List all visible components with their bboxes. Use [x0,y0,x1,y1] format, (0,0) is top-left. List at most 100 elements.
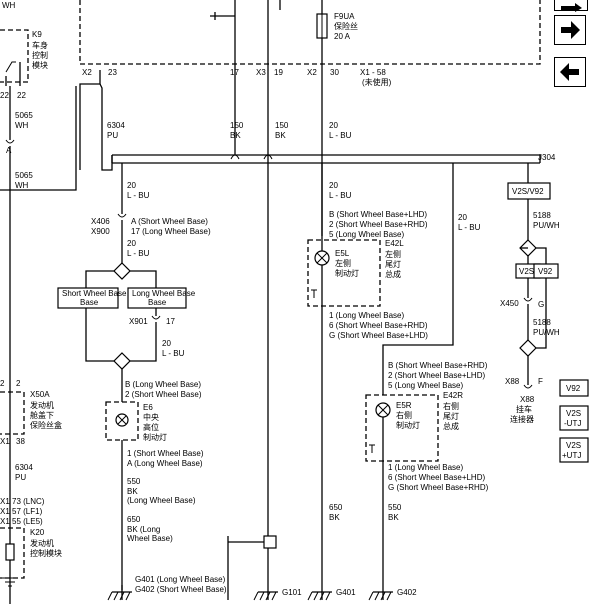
svg-text:5 (Long Wheel Base): 5 (Long Wheel Base) [329,230,404,239]
svg-text:L - BU: L - BU [329,131,352,140]
option-legend: V92 V2S -UTJ V2S +UTJ [559,379,589,463]
svg-text:L - BU: L - BU [162,349,185,358]
svg-text:2 (Short Wheel Base+LHD): 2 (Short Wheel Base+LHD) [388,371,485,380]
svg-text:20: 20 [329,181,338,190]
svg-text:E42R: E42R [443,391,463,400]
svg-text:L - BU: L - BU [329,191,352,200]
svg-text:2 (Short Wheel Base+RHD): 2 (Short Wheel Base+RHD) [329,220,428,229]
svg-text:保险丝盒: 保险丝盒 [30,420,62,430]
arrow-right-icon [561,3,582,12]
lower-wire-labels: 550 BK (Long Wheel Base) 650 BK (Long Wh… [127,477,402,543]
k9-module: WH K9 车身 控制 模块 22 22 [0,1,48,100]
fuse-f9ua: F9UA 保险丝 20 A [210,0,358,70]
svg-text:20: 20 [127,181,136,190]
svg-text:20: 20 [162,339,171,348]
svg-text:E6: E6 [143,403,153,412]
wire-crossovers [230,154,273,160]
svg-text:Short Wheel Base: Short Wheel Base [62,289,127,298]
main-wires [0,70,541,604]
svg-text:尾灯: 尾灯 [443,411,459,421]
svg-text:X2: X2 [307,68,317,77]
svg-text:总成: 总成 [385,269,401,279]
svg-text:150: 150 [275,121,289,130]
svg-text:左侧: 左侧 [385,249,401,259]
next-page-button[interactable] [554,15,586,45]
svg-text:1 (Short Wheel Base): 1 (Short Wheel Base) [127,449,204,458]
svg-text:车身: 车身 [32,40,48,50]
svg-text:舱盖下: 舱盖下 [30,410,54,420]
svg-text:650: 650 [329,503,343,512]
svg-text:J304: J304 [538,153,556,162]
svg-text:A (Short Wheel Base): A (Short Wheel Base) [131,217,208,226]
svg-text:制动灯: 制动灯 [396,420,420,430]
svg-text:30: 30 [330,68,339,77]
svg-text:X450: X450 [500,299,519,308]
svg-text:F9UA: F9UA [334,12,355,21]
svg-text:K9: K9 [32,30,42,39]
w650a-color-2: Wheel Base) [127,534,173,543]
long-base-word: Base [148,298,167,307]
svg-text:17: 17 [166,317,175,326]
w650a-color-1: BK (Long [127,525,160,534]
svg-text:V2S: V2S [566,441,581,450]
top-module-boundary [0,0,541,83]
e5l-lamp: B (Short Wheel Base+LHD) 2 (Short Wheel … [307,210,428,340]
svg-text:控制: 控制 [32,50,48,60]
svg-text:X406: X406 [91,217,110,226]
svg-text:650: 650 [127,515,141,524]
svg-text:模块: 模块 [32,60,48,70]
svg-text:挂车: 挂车 [516,404,532,414]
svg-text:G402: G402 [397,588,417,597]
w550a-color-1: BK [127,487,138,496]
svg-text:K20: K20 [30,528,45,537]
svg-text:38: 38 [16,437,25,446]
svg-text:PU: PU [15,473,26,482]
arrow-right-icon [561,21,580,39]
arrow-left-icon [560,63,579,81]
svg-text:右侧: 右侧 [443,401,459,411]
svg-text:20 A: 20 A [334,32,351,41]
svg-text:BK: BK [275,131,286,140]
lower-splice [227,535,277,600]
x406-connector: X406 X900 A (Short Wheel Base) 17 (Long … [91,217,211,236]
option-select-top: Short Wheel Base Base Long Wheel Base Ba… [57,262,196,402]
top-pin-labels: X2 23 17 X3 19 X2 30 X1 - 58 (未使用) [82,68,392,87]
svg-text:总成: 总成 [443,421,459,431]
svg-text:X1 73 (LNC): X1 73 (LNC) [0,497,45,506]
nav-top-partial-button[interactable] [554,0,588,12]
svg-text:X1: X1 [0,437,10,446]
svg-text:G (Short Wheel Base+LHD): G (Short Wheel Base+LHD) [329,331,428,340]
k20-ecm: X1 73 (LNC) X1 57 (LF1) X1 55 (LE5) K20 … [0,497,62,587]
svg-text:1 (Long Wheel Base): 1 (Long Wheel Base) [329,311,404,320]
svg-text:2 (Short Wheel Base): 2 (Short Wheel Base) [125,390,202,399]
svg-text:左侧: 左侧 [335,258,351,268]
wh-top-label: WH [2,1,16,10]
svg-text:G402 (Short Wheel Base): G402 (Short Wheel Base) [135,585,227,594]
svg-text:5065: 5065 [15,111,33,120]
svg-text:X2: X2 [82,68,92,77]
svg-text:B (Long Wheel Base): B (Long Wheel Base) [125,380,201,389]
w550a-color-2: (Long Wheel Base) [127,496,196,505]
svg-text:WH: WH [15,121,29,130]
svg-text:2: 2 [0,379,5,388]
svg-text:20: 20 [458,213,467,222]
svg-text:X1 - 58: X1 - 58 [360,68,386,77]
svg-text:-UTJ: -UTJ [564,419,581,428]
svg-text:制动灯: 制动灯 [335,268,359,278]
svg-text:高位: 高位 [143,422,159,432]
wire-labels: 5065 WH 5065 WH A 6304 PU 150 BK 150 BK … [6,111,556,358]
svg-text:V2S/V92: V2S/V92 [512,187,544,196]
svg-text:22: 22 [17,91,26,100]
e6-lamp: B (Long Wheel Base) 2 (Short Wheel Base)… [105,380,204,600]
short-base-word: Base [80,298,99,307]
trailer-section: V2S/V92 5188 PU/WH V2S V92 X450 G 5188 P… [500,182,560,424]
svg-text:BK: BK [388,513,399,522]
prev-page-button[interactable] [554,57,586,87]
svg-text:E42L: E42L [385,239,404,248]
svg-text:X1 55 (LE5): X1 55 (LE5) [0,517,43,526]
svg-text:20: 20 [329,121,338,130]
svg-text:+UTJ: +UTJ [562,451,581,460]
svg-text:X901: X901 [129,317,148,326]
svg-text:1 (Long Wheel Base): 1 (Long Wheel Base) [388,463,463,472]
svg-text:550: 550 [388,503,402,512]
